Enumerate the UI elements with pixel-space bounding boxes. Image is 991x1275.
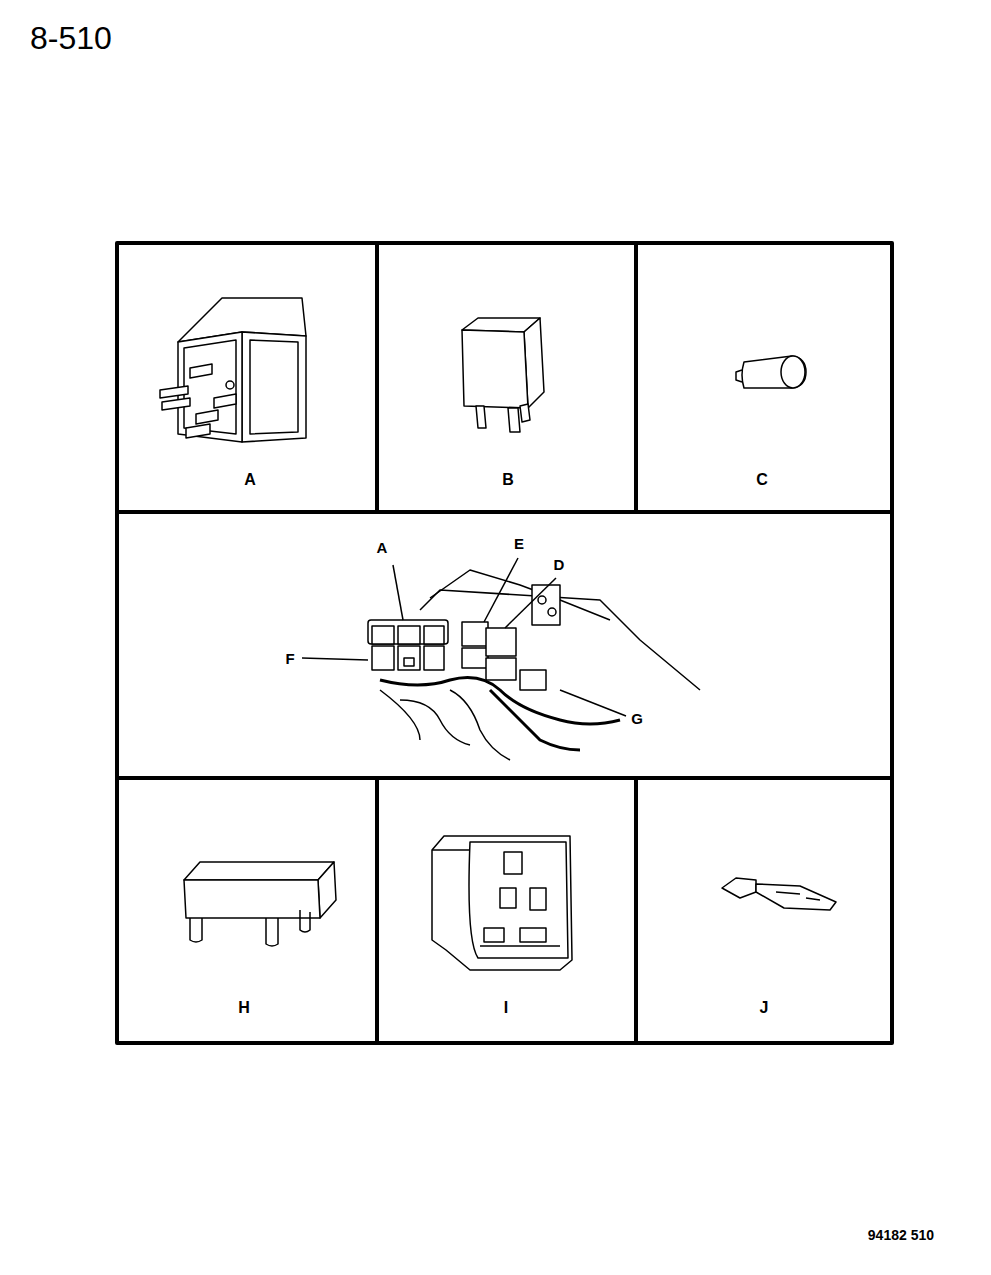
relay-socket-i (432, 836, 572, 970)
part-panel: J (636, 778, 892, 1043)
callout-letter: G (631, 711, 643, 726)
part-panel: I (377, 778, 636, 1043)
capacitor-c (736, 356, 806, 388)
part-letter: C (756, 472, 768, 488)
part-panel: B (377, 243, 636, 512)
relay-b (462, 318, 544, 432)
part-panel: C (636, 243, 892, 512)
callout-letter: D (554, 557, 565, 572)
relay-a (160, 298, 306, 442)
part-letter: B (502, 472, 514, 488)
terminal-j (722, 878, 836, 910)
callout-letter: A (377, 540, 388, 555)
relay-bank (302, 558, 700, 760)
part-letter: H (238, 1000, 250, 1016)
page-number: 8-510 (30, 22, 112, 54)
part-panel: H (117, 778, 377, 1043)
figure-number: 94182 510 (868, 1228, 934, 1242)
part-letter: I (504, 1000, 508, 1016)
location-panel: A E D F G (117, 512, 892, 778)
part-letter: J (760, 1000, 769, 1016)
diode-h (184, 862, 336, 946)
part-letter: A (244, 472, 256, 488)
callout-letter: E (514, 536, 524, 551)
outer-frame (117, 243, 892, 1043)
callout-letter: F (285, 651, 294, 666)
part-panel: A (117, 243, 377, 512)
